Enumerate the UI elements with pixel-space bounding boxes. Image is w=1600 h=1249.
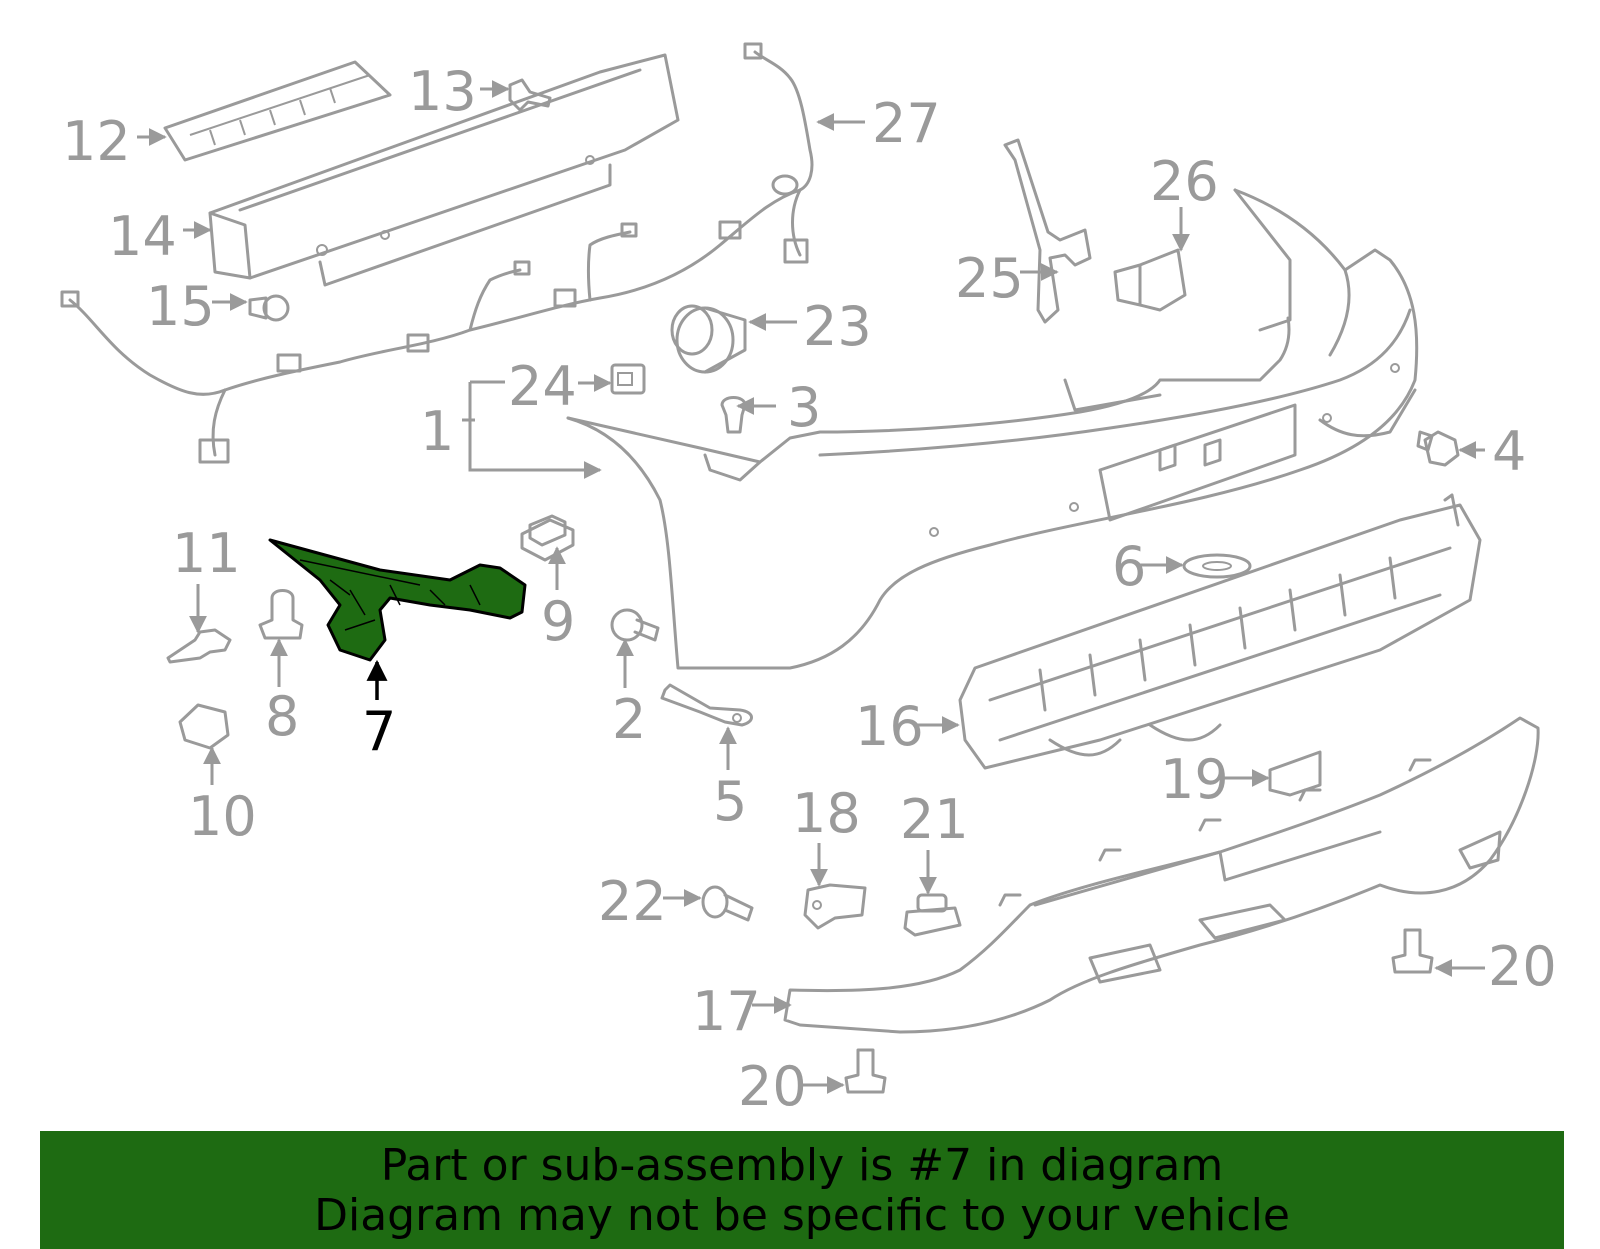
callout-21: 21 xyxy=(900,788,969,851)
callout-1: 1 xyxy=(420,400,454,463)
callout-19: 19 xyxy=(1160,748,1229,811)
callout-5: 5 xyxy=(713,770,747,833)
callout-18: 18 xyxy=(792,782,861,845)
callout-1-bracket xyxy=(462,380,598,472)
callout-17: 17 xyxy=(692,980,761,1043)
callout-8: 8 xyxy=(265,685,299,748)
part-23-grommet xyxy=(670,304,747,374)
part-16-support xyxy=(958,493,1482,770)
part-20-bolt-b xyxy=(844,1048,887,1094)
part-20-bolt-a xyxy=(1391,928,1434,974)
callout-20b: 20 xyxy=(738,1055,807,1118)
part-6-washer xyxy=(1182,553,1252,579)
part-25-sensor xyxy=(1003,138,1092,324)
callout-24: 24 xyxy=(508,355,577,418)
callout-9: 9 xyxy=(541,590,575,653)
info-banner: Part or sub-assembly is #7 in diagram Di… xyxy=(40,1131,1564,1249)
part-2-pin xyxy=(610,608,660,642)
callout-23: 23 xyxy=(803,295,872,358)
part-1-fascia xyxy=(566,188,1419,670)
banner-line-1: Part or sub-assembly is #7 in diagram xyxy=(380,1140,1224,1191)
callout-25: 25 xyxy=(955,247,1024,310)
part-11-rivet xyxy=(166,628,232,664)
part-15-bolt xyxy=(248,294,290,322)
part-4-bolt xyxy=(1416,430,1460,467)
part-7-bracket-highlight[interactable] xyxy=(268,538,527,662)
callout-14: 14 xyxy=(108,205,177,268)
part-3-retainer xyxy=(720,396,747,434)
part-9-retainer xyxy=(520,514,575,562)
leader-lines xyxy=(137,80,1485,1094)
part-14-impact-bar xyxy=(208,53,680,287)
callout-4: 4 xyxy=(1492,420,1526,483)
part-harness xyxy=(60,42,814,464)
callout-7[interactable]: 7 xyxy=(362,700,396,763)
callout-16: 16 xyxy=(855,695,924,758)
part-18-bracket xyxy=(803,883,867,930)
callout-12: 12 xyxy=(62,110,131,173)
callout-27: 27 xyxy=(872,92,941,155)
callout-22: 22 xyxy=(598,870,667,933)
callout-26: 26 xyxy=(1150,150,1219,213)
callout-3: 3 xyxy=(787,376,821,439)
callout-20a: 20 xyxy=(1488,935,1557,998)
callout-11: 11 xyxy=(172,522,241,585)
part-26-bracket xyxy=(1113,248,1187,312)
part-5-strap xyxy=(660,683,753,727)
callout-2: 2 xyxy=(612,688,646,751)
part-8-fastener xyxy=(258,589,304,640)
callout-10: 10 xyxy=(188,785,257,848)
part-21-nut xyxy=(903,893,962,937)
callout-15: 15 xyxy=(146,275,215,338)
callout-6: 6 xyxy=(1112,535,1146,598)
part-12-absorber xyxy=(163,60,392,162)
part-17-valance xyxy=(783,716,1540,1034)
callout-labels: 1 2 3 4 5 6 7 8 9 10 11 12 13 14 15 16 1… xyxy=(62,60,1557,1118)
part-10-nut xyxy=(178,703,230,750)
part-13-clip xyxy=(508,78,552,112)
part-22-pin xyxy=(701,885,754,922)
callout-13: 13 xyxy=(408,60,477,123)
part-24-nut xyxy=(610,363,646,395)
banner-line-2: Diagram may not be specific to your vehi… xyxy=(314,1190,1290,1241)
